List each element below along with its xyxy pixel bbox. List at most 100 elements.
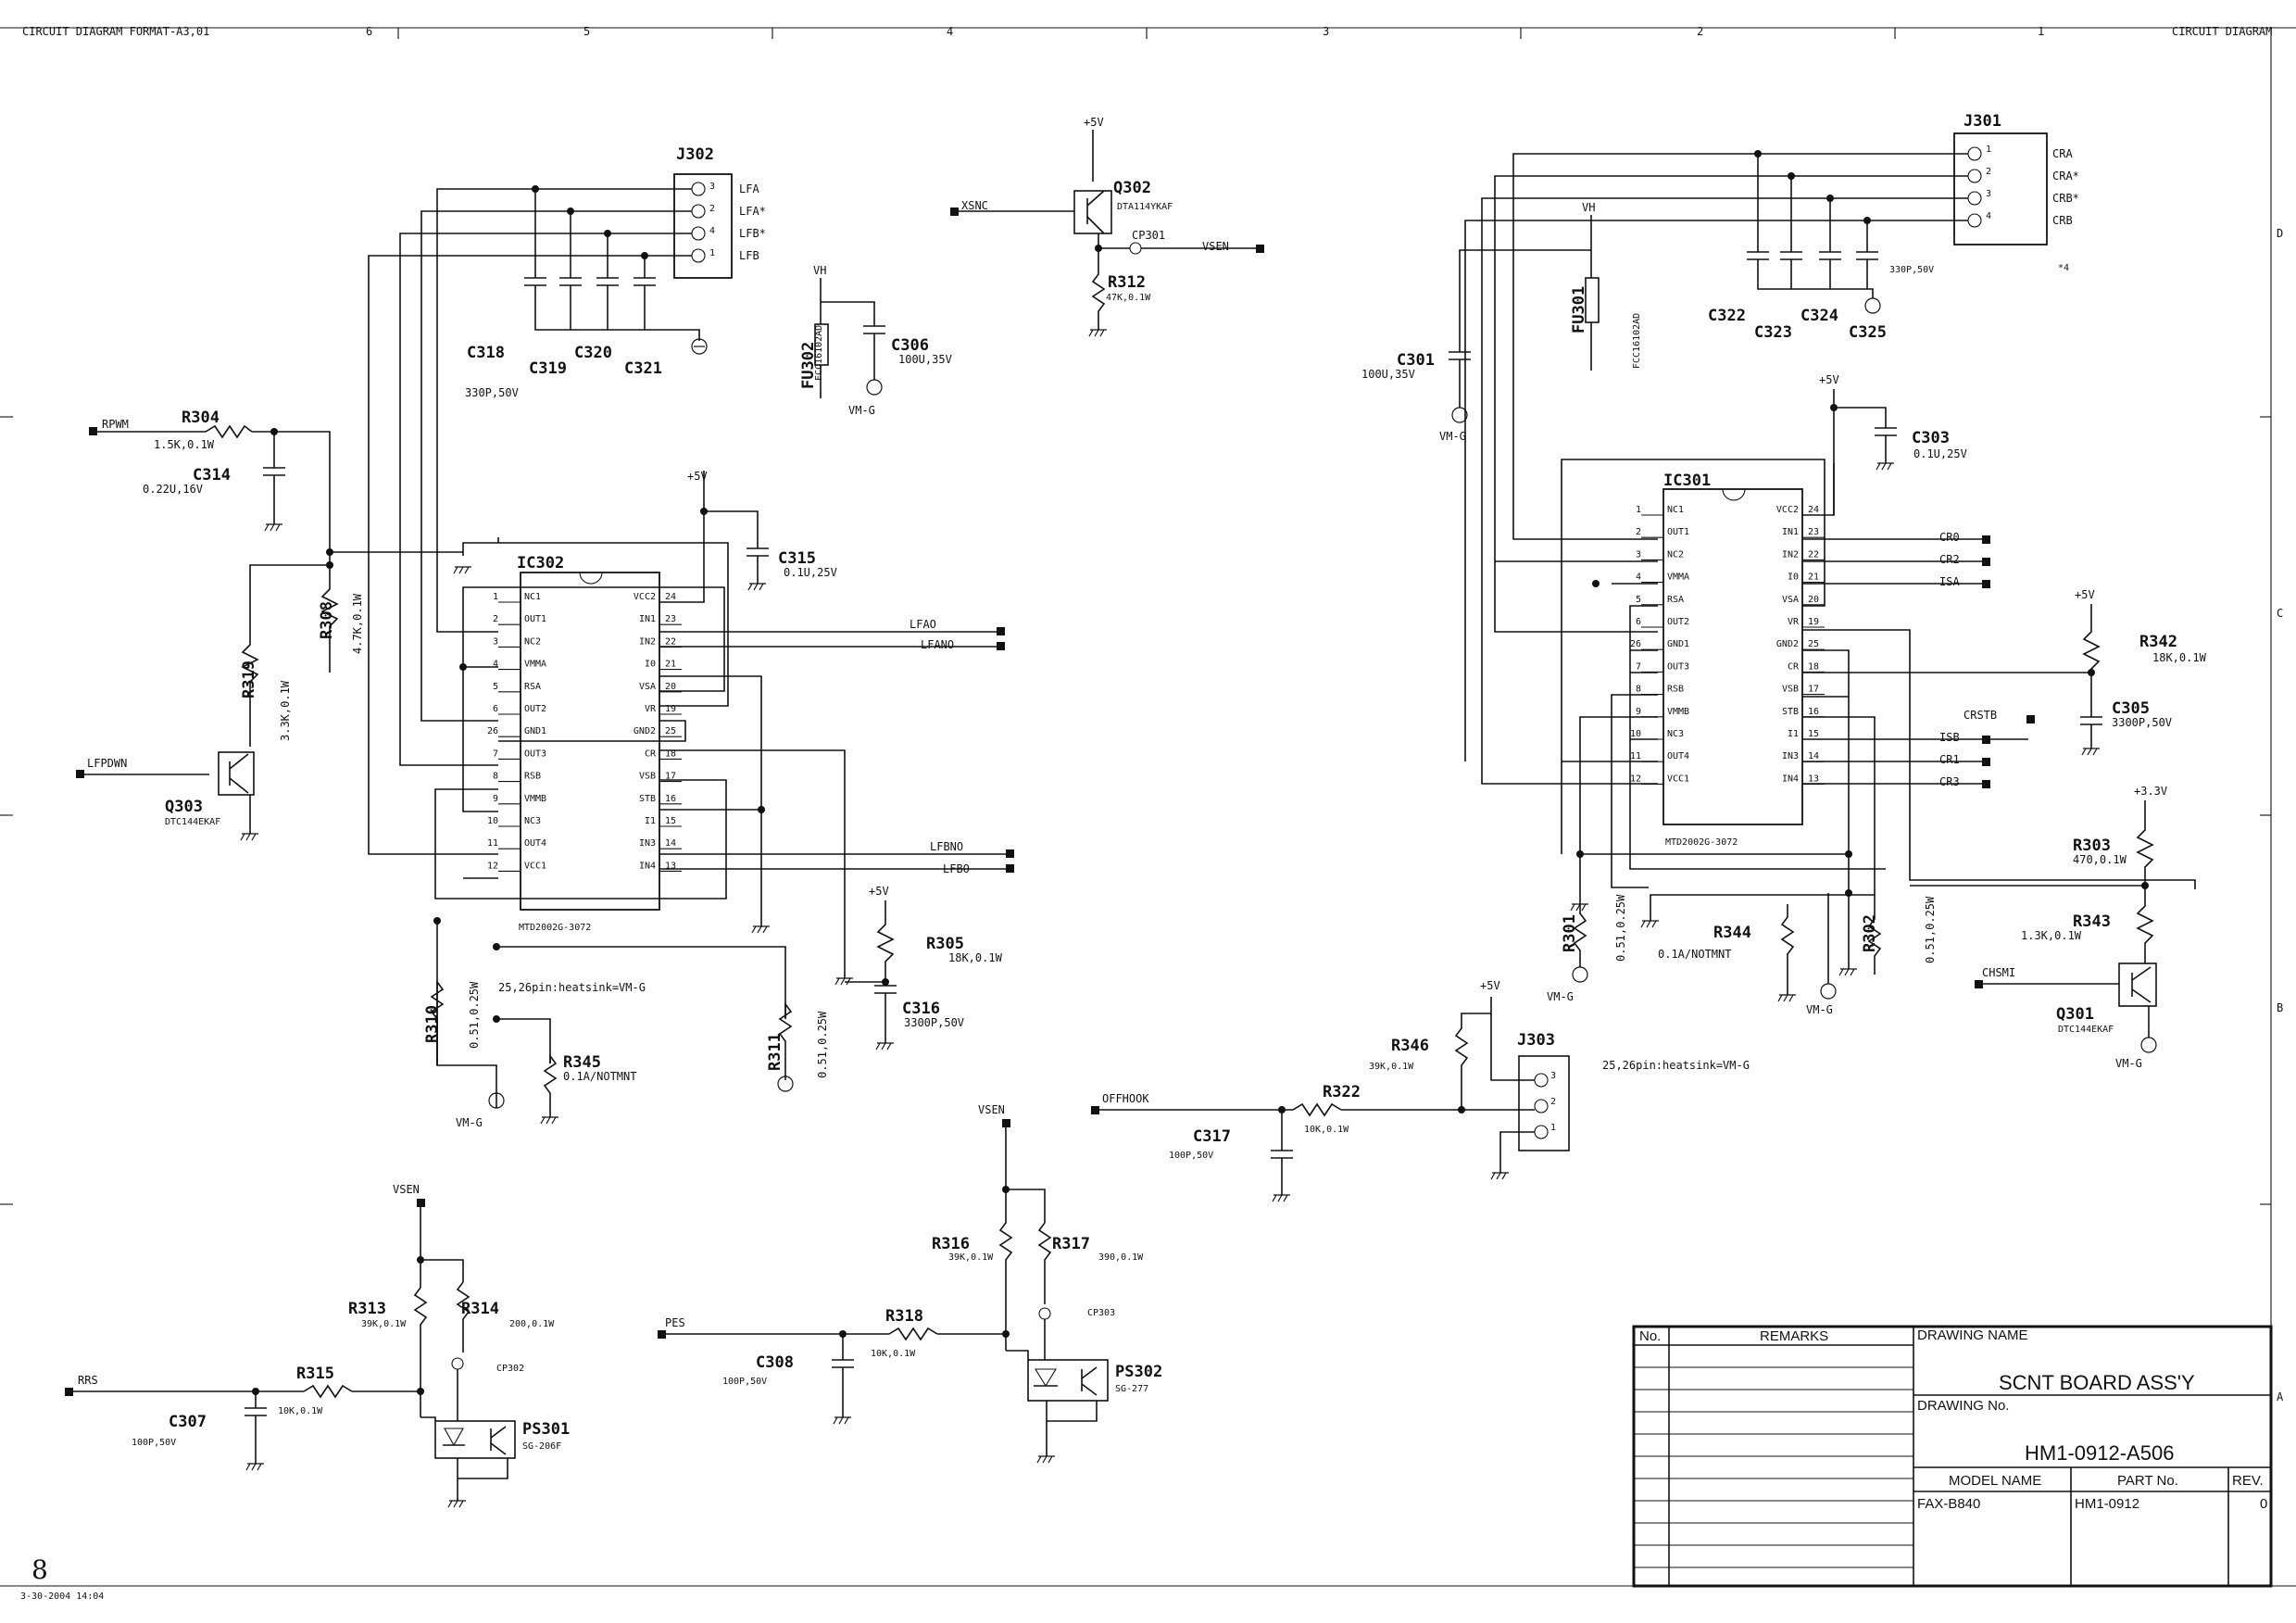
ic301-pin-number: 19 (1808, 617, 1819, 627)
ic302-plus5v: +5V (687, 470, 708, 483)
r342-c305 (2080, 604, 2102, 749)
ic302-pin-number: 6 (493, 704, 498, 714)
ic302-part: MTD2002G-3072 (519, 923, 591, 933)
c322-ref: C322 (1708, 307, 1746, 325)
fu302-gnd: VM-G (848, 404, 875, 417)
ground-symbol (1570, 903, 1588, 912)
c320-ref: C320 (574, 344, 612, 362)
ground-symbol (751, 925, 770, 934)
ic301-ref: IC301 (1663, 472, 1711, 490)
ic302-pin-name: OUT4 (524, 838, 546, 849)
tb-rev-label: REV. (2232, 1473, 2264, 1489)
ic301-plus5v: +5V (1819, 373, 1839, 386)
ic301-pin-name: RSA (1667, 595, 1684, 605)
q302-plus5v: +5V (1084, 116, 1104, 129)
fu302-part: FCC16102AD (814, 325, 824, 381)
ic301-pin-number: 7 (1636, 661, 1641, 672)
q302-part: DTA114YKAF (1117, 202, 1173, 212)
ic301-pin-name: VMMA (1667, 572, 1689, 583)
ic301-pin-number: 2 (1636, 527, 1641, 537)
j301-ref: J301 (1964, 112, 2001, 131)
title-block-rows (1634, 1366, 1913, 1568)
ground-symbol (834, 977, 853, 986)
zone-5: 5 (583, 25, 590, 38)
ic301-pin-number: 26 (1630, 639, 1641, 649)
q302-ref: Q302 (1113, 179, 1151, 197)
r312-ref: R312 (1108, 273, 1146, 292)
ps302-ref: PS302 (1115, 1363, 1162, 1381)
ic301-pin-name: VSA (1782, 595, 1799, 605)
c317-ref: C317 (1193, 1127, 1231, 1146)
fu301-fuse (1449, 215, 1600, 408)
cp301-label: CP301 (1132, 229, 1165, 242)
c303-value: 0.1U,25V (1913, 447, 1967, 460)
crstb-label: CRSTB (1964, 709, 1997, 722)
cr0-label: CR0 (1939, 531, 1960, 544)
ic302-pin-number: 17 (665, 772, 676, 782)
q303-part: DTC144EKAF (165, 817, 220, 827)
r314-ref: R314 (461, 1300, 499, 1318)
c314-ref: C314 (193, 466, 231, 484)
c307-value: 100P,50V (132, 1438, 176, 1448)
ic302-pin-name: STB (639, 794, 656, 804)
r342-plus5v: +5V (2075, 588, 2095, 601)
fu302-fuse (814, 278, 885, 398)
ic301-pin-name: IN4 (1782, 774, 1799, 784)
j301-pin-num: 2 (1986, 167, 1991, 177)
ic302-pin-number: 13 (665, 861, 676, 871)
chsmi-label: CHSMI (1982, 966, 2015, 979)
c301-value: 100U,35V (1361, 368, 1415, 381)
r311-value: 0.51,0.25W (816, 1011, 829, 1078)
j301-pin-num: 4 (1986, 211, 1991, 221)
lfbno-label: LFBNO (930, 840, 963, 853)
ground-symbol (1640, 920, 1659, 928)
lfpdwn-label: LFPDWN (87, 757, 127, 770)
c324-ref: C324 (1800, 307, 1838, 325)
ic301-pin-number: 8 (1636, 685, 1641, 695)
ic302-pin-name: NC1 (524, 592, 541, 602)
ic301-pin-number: 10 (1630, 729, 1641, 739)
ic301-pin-name: OUT4 (1667, 751, 1689, 761)
r322-ref: R322 (1323, 1083, 1361, 1101)
rrs-vsen: VSEN (393, 1183, 420, 1196)
title-block (1632, 1325, 2273, 1588)
r303-ref: R303 (2073, 837, 2111, 855)
c306-ref: C306 (891, 336, 929, 355)
ic301-pin-number: 21 (1808, 572, 1819, 583)
tb-part-no-label: PART No. (2117, 1473, 2178, 1489)
c319-ref: C319 (529, 359, 567, 378)
ground-symbol (747, 583, 766, 591)
ground-symbol (1838, 968, 1857, 976)
ic302-pin-number: 14 (665, 838, 676, 849)
r315-value: 10K,0.1W (278, 1406, 323, 1416)
ic302-pin-number: 15 (665, 816, 676, 826)
row-b: B (2277, 1001, 2283, 1014)
ic301-pin-number: 18 (1808, 661, 1819, 672)
ic302-pin-name: IN3 (639, 838, 656, 849)
ic301-pin-name: IN1 (1782, 527, 1799, 537)
pes-network (663, 1123, 1109, 1456)
print-stamp: 3-30-2004 14:04 (20, 1592, 104, 1602)
ic301-pin-number: 25 (1808, 639, 1819, 649)
ic302-pin-name: VR (645, 704, 657, 714)
j301-pin-name: CRB* (2052, 192, 2079, 205)
ic301-pin-number: 11 (1630, 751, 1641, 761)
c323-ref: C323 (1754, 323, 1792, 342)
ic302-pin-name: GND1 (524, 726, 546, 736)
ic302-pin-name: OUT2 (524, 704, 546, 714)
pes-label: PES (665, 1316, 685, 1329)
r318-ref: R318 (885, 1307, 923, 1326)
ic302-pin-number: 19 (665, 704, 676, 714)
ic302-pin-name: OUT3 (524, 749, 546, 759)
j301-pin-name: CRA (2052, 147, 2073, 160)
tb-col-remarks: REMARKS (1760, 1328, 1828, 1344)
ic301-pin-name: VMMB (1667, 707, 1689, 717)
r317-ref: R317 (1052, 1235, 1090, 1253)
ic301-pin-number: 16 (1808, 707, 1819, 717)
ic301-pin-name: OUT3 (1667, 661, 1689, 672)
lfano-label: LFANO (921, 638, 954, 651)
ic302-pin-number: 7 (493, 749, 498, 759)
ic301-pin-number: 12 (1630, 774, 1641, 784)
ic302-pin-number: 21 (665, 660, 676, 670)
r301-ref: R301 (1561, 914, 1579, 952)
